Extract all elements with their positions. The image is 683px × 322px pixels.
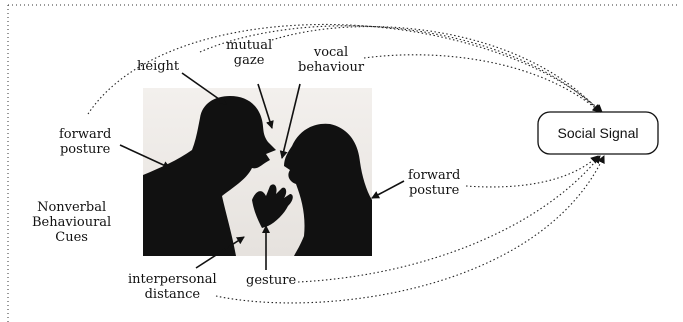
social-signal-label: Social Signal [558, 125, 639, 141]
arrow-forward-posture-right [372, 181, 404, 198]
label-interpersonal-distance: interpersonal distance [128, 272, 217, 302]
label-forward-posture-left: forward posture [59, 127, 111, 157]
label-mutual-gaze: mutual gaze [226, 38, 272, 68]
label-forward-posture-right: forward posture [408, 168, 460, 198]
label-nonverbal-cues: Nonverbal Behavioural Cues [32, 200, 111, 245]
label-height: height [137, 59, 179, 74]
silhouette-photo [143, 88, 372, 256]
label-vocal-behaviour: vocal behaviour [298, 45, 364, 75]
dotted-link-vocal-behaviour [364, 55, 600, 112]
label-gesture: gesture [246, 273, 296, 288]
dotted-link-forward-posture-right [466, 156, 598, 187]
